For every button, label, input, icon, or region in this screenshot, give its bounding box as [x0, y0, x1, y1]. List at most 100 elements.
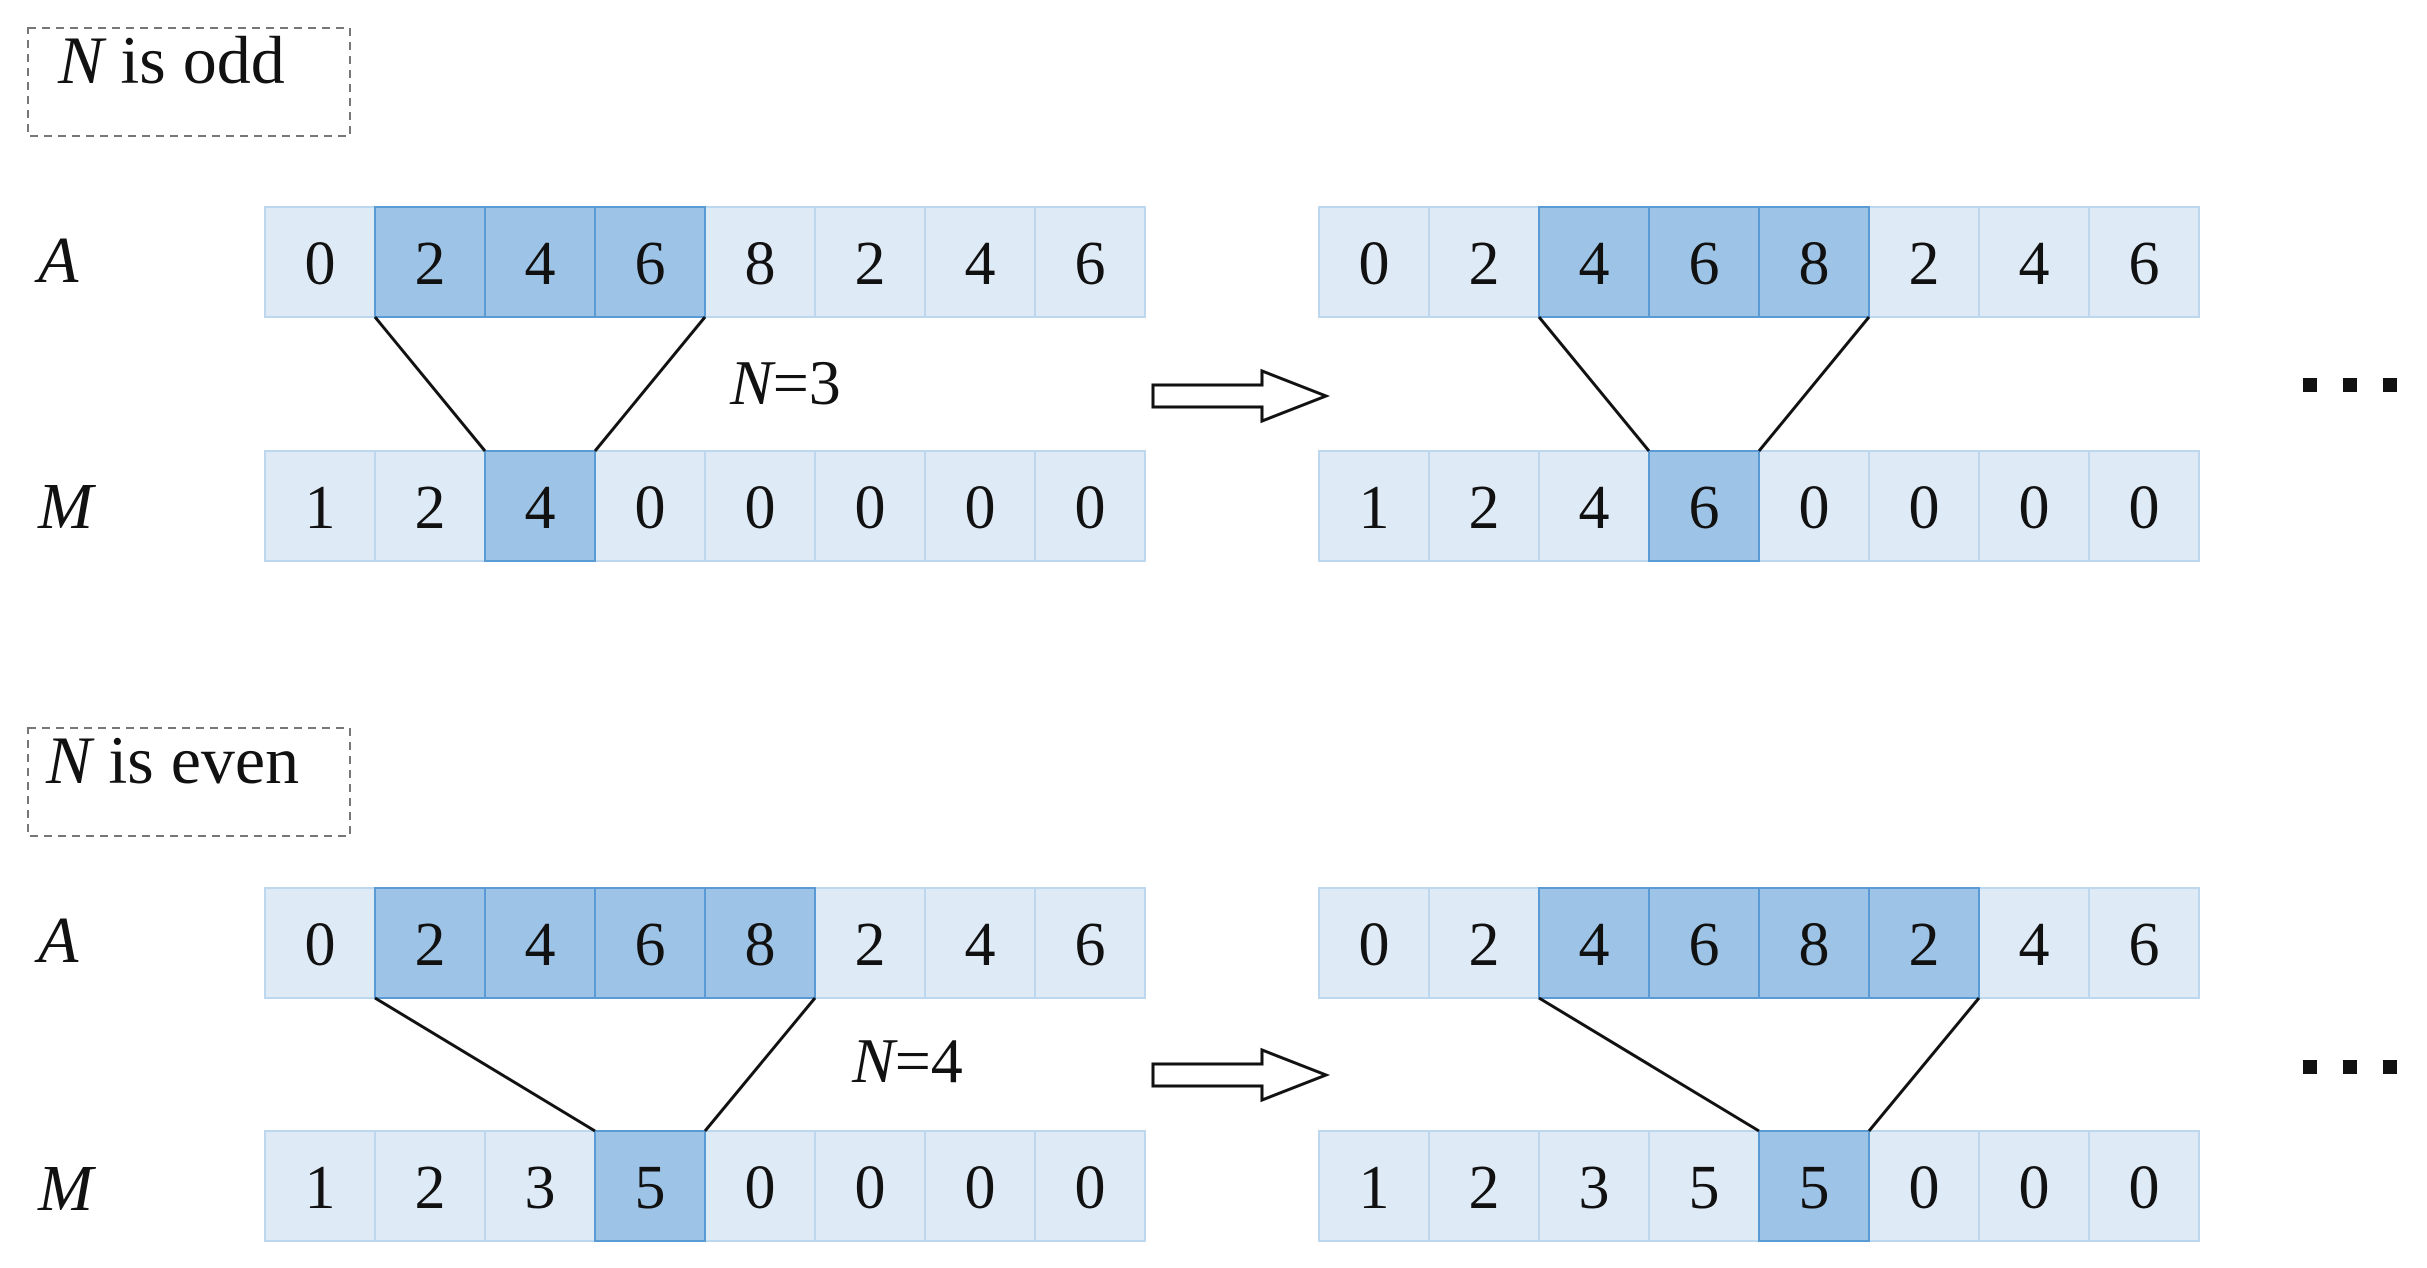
array-cell-value: 6	[2129, 911, 2160, 979]
array-cell-value: 6	[1689, 230, 1720, 298]
array-cell	[264, 450, 376, 562]
ellipsis-icon	[2303, 378, 2397, 392]
array-cell-highlighted	[374, 206, 486, 318]
array-cell-value: 5	[1689, 1154, 1720, 1222]
array-cell	[1428, 450, 1540, 562]
array-cell	[1318, 1130, 1430, 1242]
array-cell	[814, 1130, 926, 1242]
array-cell-value: 4	[965, 230, 996, 298]
window-connector-line	[373, 316, 487, 452]
array-cell	[1034, 450, 1146, 562]
window-connector-line	[1867, 997, 1981, 1132]
array-cell	[1648, 1130, 1760, 1242]
array-cell-value: 6	[1075, 911, 1106, 979]
array-cell-value: 2	[415, 911, 446, 979]
array-cell-value: 0	[2019, 474, 2050, 542]
array-cell-value: 3	[1579, 1154, 1610, 1222]
array-cell-value: 4	[965, 911, 996, 979]
case-label: N is odd	[57, 22, 285, 98]
array-cell-value: 0	[1909, 474, 1940, 542]
array-cell-value: 2	[1469, 474, 1500, 542]
array-cell-value: 0	[1359, 911, 1390, 979]
array-cell-highlighted	[484, 450, 596, 562]
array-cell-highlighted	[1538, 206, 1650, 318]
row-label-a: A	[34, 224, 79, 297]
array-cell-value: 6	[635, 911, 666, 979]
window-connector-line	[593, 316, 707, 452]
array-cell	[594, 450, 706, 562]
case-label-text: is even	[91, 722, 299, 798]
array-cell-value: 0	[1799, 474, 1830, 542]
array-cell-highlighted	[1648, 887, 1760, 999]
array-cell	[1034, 887, 1146, 999]
window-connector-line	[1538, 996, 1760, 1133]
array-cell	[704, 450, 816, 562]
array-cell	[814, 206, 926, 318]
array-cell-value: 1	[305, 474, 336, 542]
array-cell-value: 0	[855, 1154, 886, 1222]
window-size-variable: N	[729, 347, 776, 418]
array-cell	[2088, 206, 2200, 318]
array-cell-value: 0	[1909, 1154, 1940, 1222]
array-cell-highlighted	[594, 1130, 706, 1242]
array-cell	[1034, 206, 1146, 318]
window-size-label: N=4	[851, 1025, 963, 1096]
case-label-variable: N	[57, 22, 107, 98]
array-cell-value: 2	[1909, 911, 1940, 979]
row-label-m: M	[37, 470, 97, 543]
array-cell-value: 4	[525, 474, 556, 542]
array-cell-value: 6	[1075, 230, 1106, 298]
array-cell	[704, 206, 816, 318]
array-cell-value: 6	[2129, 230, 2160, 298]
right-arrow-icon	[1151, 368, 1331, 424]
array-cell-highlighted	[1758, 1130, 1870, 1242]
array-cell-value: 8	[1799, 230, 1830, 298]
array-cell-highlighted	[1868, 887, 1980, 999]
array-cell-value: 1	[1359, 474, 1390, 542]
array-cell-value: 0	[1075, 1154, 1106, 1222]
array-cell	[264, 887, 376, 999]
array-cell-value: 4	[1579, 911, 1610, 979]
array-cell-value: 0	[745, 1154, 776, 1222]
array-cell-value: 4	[2019, 911, 2050, 979]
array-cell	[1318, 206, 1430, 318]
array-cell	[374, 450, 486, 562]
array-cell	[484, 1130, 596, 1242]
array-cell-value: 5	[635, 1154, 666, 1222]
array-cell-value: 2	[855, 230, 886, 298]
array-cell	[1868, 206, 1980, 318]
array-cell-value: 0	[745, 474, 776, 542]
array-cell-value: 6	[1689, 474, 1720, 542]
window-connector-line	[374, 996, 596, 1133]
array-cell-value: 0	[965, 474, 996, 542]
window-connector-line	[1757, 316, 1871, 452]
array-cell	[1428, 1130, 1540, 1242]
window-size-value: =4	[895, 1025, 963, 1096]
window-size-variable: N	[851, 1025, 898, 1096]
window-connector-line	[703, 997, 817, 1132]
array-cell-highlighted	[594, 206, 706, 318]
array-cell	[1978, 450, 2090, 562]
array-cell-value: 3	[525, 1154, 556, 1222]
array-cell-value: 2	[1469, 911, 1500, 979]
array-cell-value: 0	[305, 911, 336, 979]
array-cell-value: 5	[1799, 1154, 1830, 1222]
array-cell	[1428, 206, 1540, 318]
array-cell-value: 0	[855, 474, 886, 542]
array-cell	[1034, 1130, 1146, 1242]
array-cell-value: 8	[745, 911, 776, 979]
array-cell-value: 4	[1579, 474, 1610, 542]
array-cell-value: 0	[1359, 230, 1390, 298]
window-size-label: N=3	[729, 347, 841, 418]
array-cell-value: 0	[1075, 474, 1106, 542]
array-cell-value: 6	[635, 230, 666, 298]
